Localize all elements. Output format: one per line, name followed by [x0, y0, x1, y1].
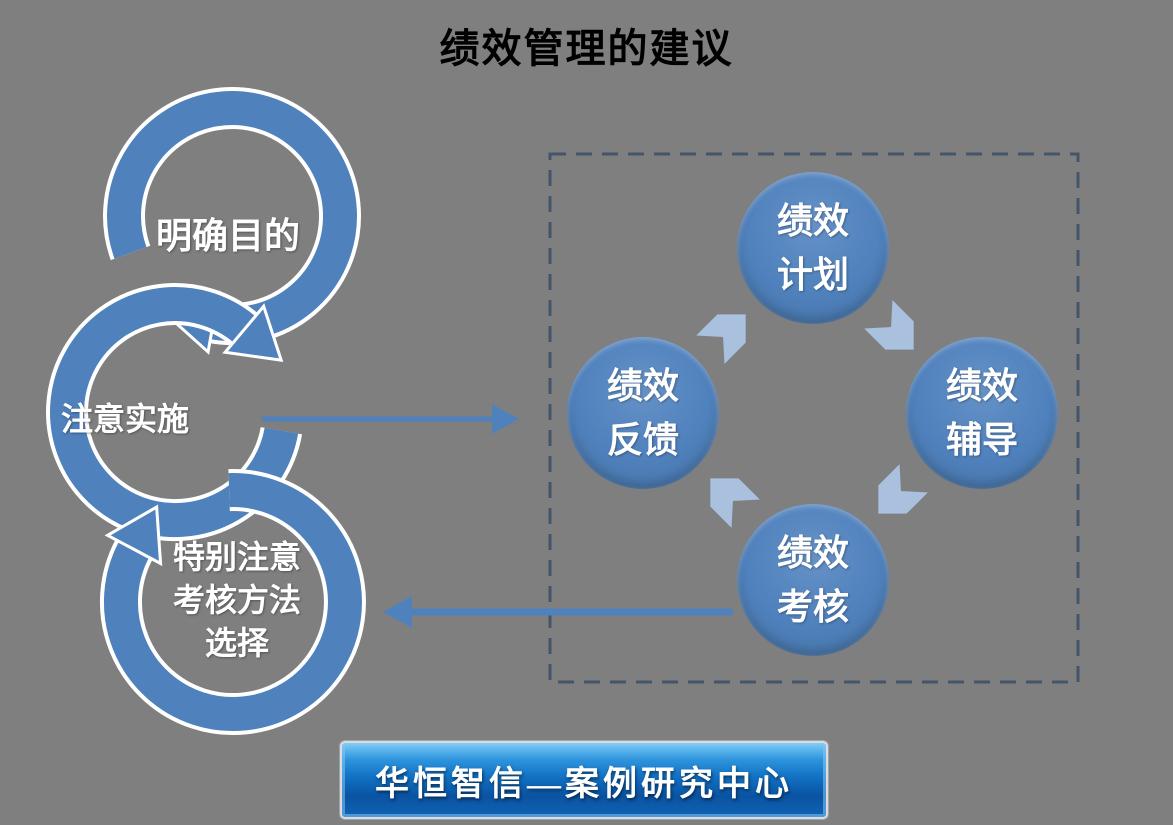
cycle-node-performance-appraisal: 绩效 考核 — [737, 504, 889, 656]
cycle-chevron-down-left-icon — [878, 464, 928, 514]
diagram-title: 绩效管理的建议 — [439, 27, 734, 71]
flow-arrow-left-icon — [383, 596, 733, 628]
cycle-chevron-up-left-icon — [710, 478, 760, 528]
cycle-node-performance-appraisal-label: 绩效 考核 — [776, 532, 849, 627]
cycle-chevron-up-right-icon — [696, 314, 746, 364]
step-label-mind-implementation: 注意实施 — [60, 401, 189, 437]
cycle-node-performance-plan-label: 绩效 计划 — [776, 200, 849, 295]
cycle-node-performance-feedback-label: 绩效 反馈 — [606, 365, 679, 460]
cycle-chevron-down-right-icon — [864, 300, 914, 350]
footer-banner-text: 华恒智信—案例研究中心 — [375, 765, 793, 803]
step-label-method-selection: 特别注意 考核方法 选择 — [172, 539, 301, 662]
cycle-node-performance-plan: 绩效 计划 — [737, 172, 889, 324]
step-label-clarify-purpose: 明确目的 — [155, 215, 300, 256]
flow-arrow-right-icon — [262, 404, 519, 434]
footer-banner: 华恒智信—案例研究中心 — [340, 741, 828, 819]
cycle-node-performance-coaching: 绩效 辅导 — [906, 337, 1058, 489]
cycle-node-performance-coaching-label: 绩效 辅导 — [945, 365, 1018, 460]
cycle-node-performance-feedback: 绩效 反馈 — [567, 337, 719, 489]
